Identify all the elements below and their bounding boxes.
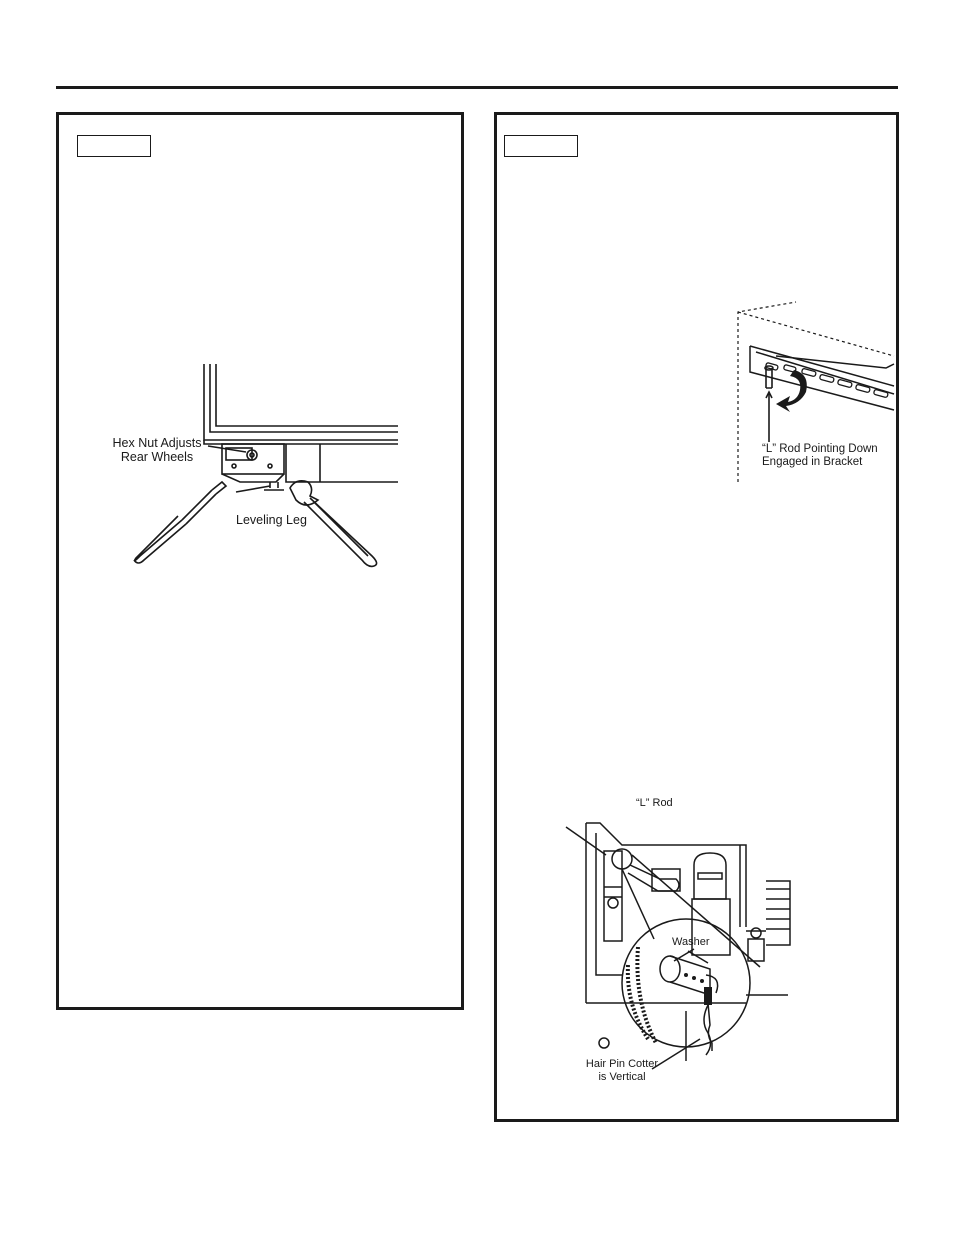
l-rod-pointing-line2: Engaged in Bracket bbox=[762, 456, 863, 469]
washer-label: Washer bbox=[672, 936, 710, 948]
l-rod-pointing-label: “L” Rod Pointing Down Engaged in Bracket bbox=[762, 443, 878, 469]
hex-nut-label-line2: Rear Wheels bbox=[120, 450, 194, 465]
header-rule bbox=[56, 86, 898, 89]
left-instruction-panel bbox=[56, 112, 464, 1010]
hex-nut-label-line1: Hex Nut Adjusts bbox=[112, 436, 202, 450]
leveling-leg-label: Leveling Leg bbox=[236, 513, 307, 527]
hair-pin-label: Hair Pin Cotter is Vertical bbox=[574, 1058, 670, 1083]
right-instruction-panel bbox=[494, 112, 899, 1122]
leveling-illustration bbox=[133, 364, 398, 568]
step-tab-left bbox=[77, 135, 151, 157]
hex-nut-label: Hex Nut Adjusts Rear Wheels bbox=[102, 436, 212, 465]
l-rod-pointing-line1: “L” Rod Pointing Down bbox=[762, 443, 878, 455]
hair-pin-label-line1: Hair Pin Cotter bbox=[585, 1058, 659, 1070]
hair-pin-label-line2: is Vertical bbox=[598, 1070, 646, 1083]
hair-pin-cotter-illustration bbox=[565, 822, 791, 1070]
l-rod-label: “L” Rod bbox=[636, 797, 673, 809]
bracket-illustration bbox=[737, 301, 895, 482]
step-tab-right bbox=[504, 135, 578, 157]
